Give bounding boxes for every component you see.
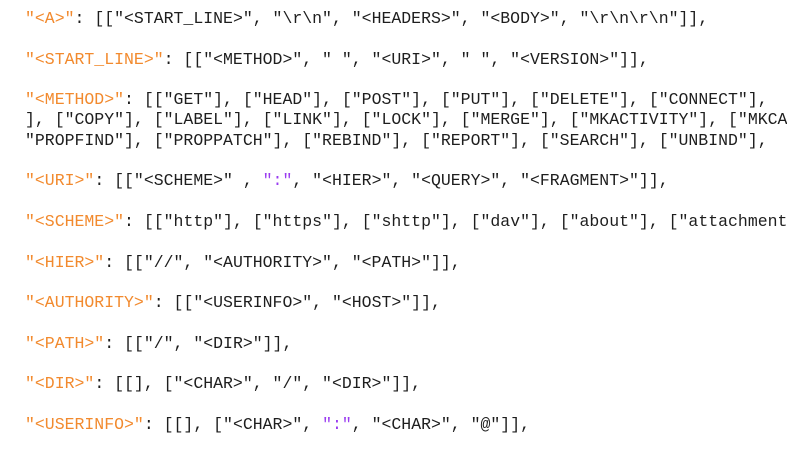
grammar-rule: "<USERINFO>": [[], ["<CHAR>", ":", "<CHA… bbox=[25, 415, 787, 456]
code-line: "<USERINFO>": [[], ["<CHAR>", ":", "<CHA… bbox=[25, 415, 787, 435]
code-line: "<AUTHORITY>": [["<USERINFO>", "<HOST>"]… bbox=[25, 293, 787, 313]
separator-literal: ":" bbox=[262, 171, 293, 191]
code-line: "<A>": [["<START_LINE>", "\r\n", "<HEADE… bbox=[25, 9, 787, 29]
blank-line bbox=[25, 395, 787, 415]
grammar-rule: "<HIER>": [["//", "<AUTHORITY>", "<PATH>… bbox=[25, 253, 787, 294]
separator-literal: ":" bbox=[322, 414, 352, 434]
rule-body: : [["<SCHEME>" , bbox=[94, 171, 263, 191]
grammar-rule: "<SCHEME>": [["http"], ["https"], ["shtt… bbox=[25, 212, 787, 253]
code-line: "<DIR>": [[], ["<CHAR>", "/", "<DIR>"]], bbox=[25, 374, 787, 394]
rule-name: "<A>" bbox=[25, 9, 75, 28]
code-line: "<HIER>": [["//", "<AUTHORITY>", "<PATH>… bbox=[25, 253, 787, 273]
rule-body: , "<HIER>", "<QUERY>", "<FRAGMENT>"]], bbox=[292, 171, 669, 191]
rule-name: "<AUTHORITY>" bbox=[25, 293, 154, 313]
code-line: "<SCHEME>": [["http"], ["https"], ["shtt… bbox=[25, 212, 787, 232]
rule-name: "<PATH>" bbox=[25, 333, 105, 353]
rule-body: , "<CHAR>", "@"]], bbox=[351, 414, 531, 434]
rule-name: "<HIER>" bbox=[25, 252, 105, 272]
grammar-rule: "<A>": [["<START_LINE>", "\r\n", "<HEADE… bbox=[25, 9, 787, 50]
blank-line bbox=[25, 192, 787, 212]
code-line: "PROPFIND"], ["PROPPATCH"], ["REBIND"], … bbox=[25, 131, 787, 151]
rule-body: : [[], ["<CHAR>", bbox=[143, 414, 323, 434]
rule-body: : [["//", "<AUTHORITY>", "<PATH>"]], bbox=[104, 252, 461, 272]
rule-name: "<URI>" bbox=[25, 171, 95, 191]
rule-name: "<SCHEME>" bbox=[25, 211, 125, 231]
grammar-rule: "<DIR>": [[], ["<CHAR>", "/", "<DIR>"]], bbox=[25, 374, 787, 415]
blank-line bbox=[25, 273, 787, 293]
rule-name: "<DIR>" bbox=[25, 374, 95, 394]
blank-line bbox=[25, 354, 787, 374]
code-line: "<PATH>": [["/", "<DIR>"]], bbox=[25, 334, 787, 354]
grammar-rule: "<AUTHORITY>": [["<USERINFO>", "<HOST>"]… bbox=[25, 293, 787, 334]
blank-line bbox=[25, 232, 787, 252]
grammar-rule: "<METHOD>": [["GET"], ["HEAD"], ["POST"]… bbox=[25, 90, 787, 171]
rule-body: : [["<USERINFO>", "<HOST>"]], bbox=[153, 293, 441, 313]
blank-line bbox=[25, 70, 787, 90]
grammar-rule: "<START_LINE>": [["<METHOD>", " ", "<URI… bbox=[25, 50, 787, 91]
code-line: "<METHOD>": [["GET"], ["HEAD"], ["POST"]… bbox=[25, 90, 787, 110]
rule-name: "<START_LINE>" bbox=[25, 49, 164, 69]
rule-body: : [[], ["<CHAR>", "/", "<DIR>"]], bbox=[94, 374, 422, 394]
blank-line bbox=[25, 151, 787, 171]
rule-body: : [["GET"], ["HEAD"], ["POST"], ["PUT"],… bbox=[124, 90, 768, 110]
rule-name: "<METHOD>" bbox=[25, 90, 125, 110]
code-line: "<START_LINE>": [["<METHOD>", " ", "<URI… bbox=[25, 50, 787, 70]
blank-line bbox=[25, 435, 787, 455]
rule-body: : [["<START_LINE>", "\r\n", "<HEADERS>",… bbox=[74, 9, 709, 28]
code-line: ], ["COPY"], ["LABEL"], ["LINK"], ["LOCK… bbox=[25, 110, 787, 130]
blank-line bbox=[25, 29, 787, 49]
rule-body: "PROPFIND"], ["PROPPATCH"], ["REBIND"], … bbox=[25, 130, 768, 150]
rule-body: : [["<METHOD>", " ", "<URI>", " ", "<VER… bbox=[163, 49, 649, 69]
rule-body: : [["/", "<DIR>"]], bbox=[104, 333, 293, 353]
rule-body: : [["http"], ["https"], ["shttp"], ["dav… bbox=[124, 211, 787, 231]
rule-body: ], ["COPY"], ["LABEL"], ["LINK"], ["LOCK… bbox=[25, 110, 787, 130]
grammar-rule: "<PATH>": [["/", "<DIR>"]], bbox=[25, 334, 787, 375]
code-line: "<URI>": [["<SCHEME>" , ":", "<HIER>", "… bbox=[25, 171, 787, 191]
rule-name: "<USERINFO>" bbox=[25, 414, 144, 434]
blank-line bbox=[25, 313, 787, 333]
grammar-rule: "<URI>": [["<SCHEME>" , ":", "<HIER>", "… bbox=[25, 171, 787, 212]
grammar-code-view: "<A>": [["<START_LINE>", "\r\n", "<HEADE… bbox=[25, 9, 787, 456]
